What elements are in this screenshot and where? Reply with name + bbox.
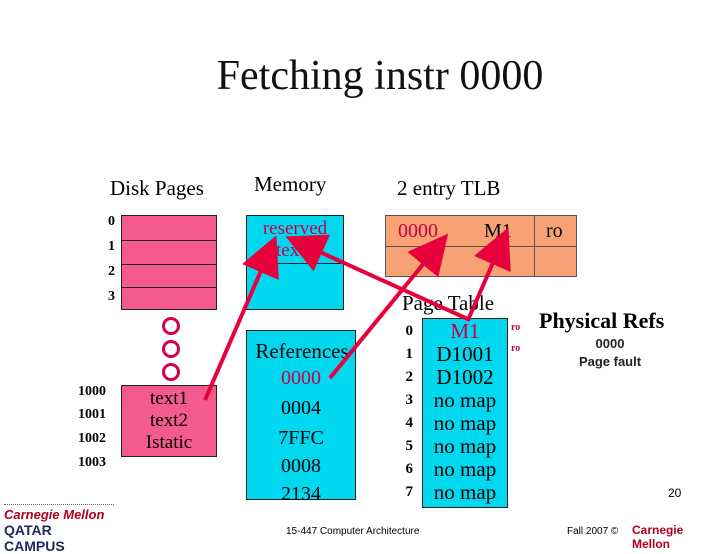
page-table-entry: no map [433,457,497,481]
course-footer: 15-447 Computer Architecture [286,526,420,537]
tlb-perm: ro [546,220,563,242]
page-table-entry: no map [433,388,497,412]
disk-index: 1002 [78,431,106,446]
page-table-index: 0 [405,323,414,339]
page-table-entry: no map [433,434,497,458]
disk-index: 1000 [78,384,106,399]
memory-frame-label: reserved [262,218,328,239]
page-table-index: 3 [405,392,414,408]
reference-item: 0000 [281,367,321,389]
memory-header: Memory [254,172,327,196]
disk-pages-header: Disk Pages [110,176,204,200]
reference-item: 2134 [281,483,321,505]
campus-logo-top: Carnegie Mellon [4,507,105,522]
page-table-perm: ro [511,343,521,354]
page-table-index: 5 [405,438,414,454]
disk-page-label: text1 [150,388,188,409]
arrow-pt-to-tlb [466,227,511,321]
page-table-block: M1 D1001 D1002 no map no map no map no m… [422,318,508,508]
slide-title: Fetching instr 0000 [216,53,544,99]
disk-index: 1001 [78,407,106,422]
arrow-overlay [203,227,511,401]
disk-page-label: Istatic [145,432,193,453]
references-block: References 0000 0004 7FFC 0008 2134 [246,330,356,505]
page-table-entry: no map [433,480,497,504]
arrow-pt-to-memory [285,234,471,322]
reference-item: 0008 [281,455,321,477]
page-table-index: 6 [405,461,414,477]
page-table-entry: no map [433,411,497,435]
disk-index: 1003 [78,455,106,470]
page-table-index: 1 [405,346,414,362]
disk-pages-top-block [121,215,217,310]
disk-index: 0 [108,214,115,229]
references-label: References [255,339,349,363]
page-table-entry: D1002 [436,365,494,389]
disk-index: 1 [108,239,115,254]
page-table-index: 2 [405,369,414,385]
physical-refs-header: Physical Refs [539,308,665,333]
page-number: 20 [668,486,682,500]
date-footer: Fall 2007 © [567,526,619,537]
ellipsis-dot [162,317,180,335]
tlb-header: 2 entry TLB [397,176,501,200]
page-table-index: 4 [405,415,414,431]
disk-pages-bottom-block: text1 text2 Istatic [121,385,217,457]
reference-item: 7FFC [278,427,324,449]
reference-item: 0004 [281,397,321,419]
page-table-index: 7 [405,484,414,500]
page-table-entry: M1 [450,319,480,343]
page-table-entry: D1001 [436,342,494,366]
physical-ref-item: 0000 [595,336,625,351]
arabic-logo-text [4,494,114,505]
ellipsis-dot [162,340,180,358]
arrow-disk-to-memory [203,235,279,401]
disk-index: 2 [108,264,115,279]
physical-ref-item: Page fault [578,354,642,369]
disk-index: 3 [108,289,115,304]
page-table-perm: ro [511,322,521,333]
disk-page-label: text2 [150,410,188,431]
ellipsis-dot [162,363,180,381]
arrow-ref-to-tlb [328,233,449,380]
